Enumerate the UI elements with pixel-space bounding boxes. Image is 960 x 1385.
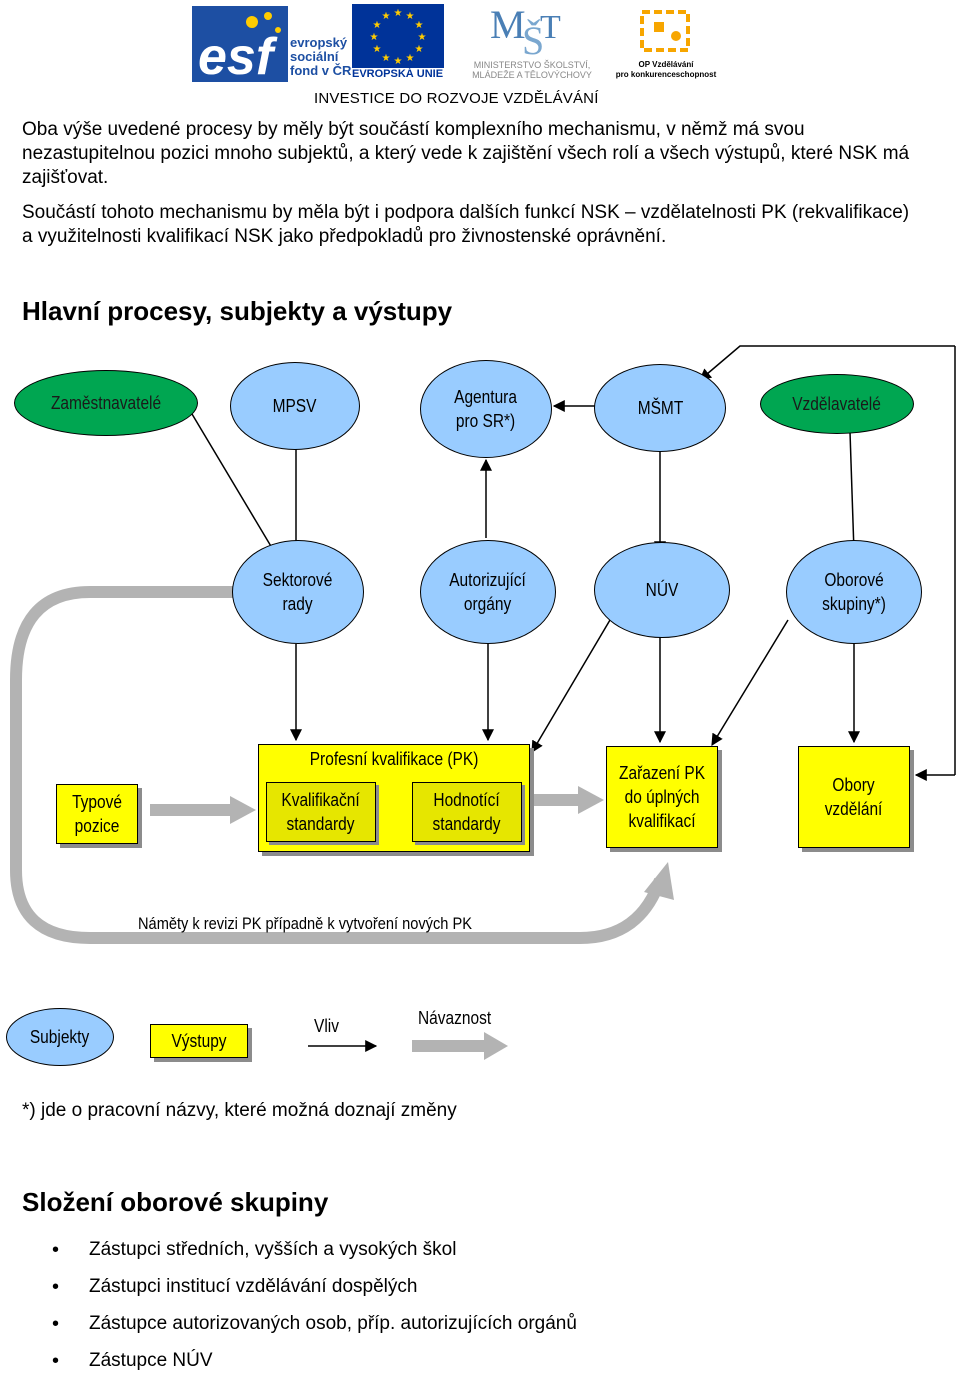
header-logos: esf evropský sociální fond v ČR ★★★ ★★★ … <box>190 4 730 88</box>
svg-text:T: T <box>540 9 561 46</box>
section-title-main-processes: Hlavní procesy, subjekty a výstupy <box>22 296 453 326</box>
svg-text:★: ★ <box>394 56 403 67</box>
msmt-line2: MLÁDEŽE A TĚLOVÝCHOVY <box>472 70 592 80</box>
svg-text:★: ★ <box>406 11 415 22</box>
intro-paragraph-2: Součástí tohoto mechanismu by měla být i… <box>22 202 910 247</box>
footnote: *) jde o pracovní názvy, které možná doz… <box>22 1100 457 1121</box>
msmt-logo: M Š T <box>490 6 561 58</box>
svg-text:Š: Š <box>522 18 544 58</box>
list-item: Zástupci středních, vyšších a vysokých š… <box>52 1237 577 1274</box>
svg-text:esf: esf <box>198 28 278 84</box>
node-nuv: NÚV <box>594 542 730 638</box>
header-banner: INVESTICE DO ROZVOJE VZDĚLÁVÁNÍ <box>314 90 599 107</box>
eu-label: EVROPSKÁ UNIE <box>352 68 444 80</box>
legend-navaznost-label: Návaznost <box>418 1008 492 1028</box>
list-item: Zástupci institucí vzdělávání dospělých <box>52 1274 577 1311</box>
output-zarazeni-pk: Zařazení PK do úplných kvalifikací <box>606 746 718 848</box>
msmt-line1: MINISTERSTVO ŠKOLSTVÍ, <box>473 60 591 70</box>
list-item: Zástupce NÚV <box>52 1348 577 1385</box>
op-line2: pro konkurenceschopnost <box>615 70 717 79</box>
node-autorizujici-organy: Autorizující orgány <box>420 540 556 644</box>
revision-loop-arrow <box>10 586 666 944</box>
svg-text:★: ★ <box>415 20 424 31</box>
svg-text:★: ★ <box>382 11 391 22</box>
svg-text:★: ★ <box>370 32 379 43</box>
op-logo <box>640 10 690 52</box>
esf-line3: fond v ČR <box>290 63 352 78</box>
node-msmt: MŠMT <box>594 364 726 452</box>
output-kvalifikacni-standardy: Kvalifikační standardy <box>266 782 376 842</box>
eu-flag-logo: ★★★ ★★★ ★★★ ★★★ <box>352 4 444 68</box>
svg-text:★: ★ <box>406 53 415 64</box>
svg-text:★: ★ <box>394 8 403 19</box>
section-title-composition: Složení oborové skupiny <box>22 1187 329 1217</box>
esf-line2: sociální <box>290 49 339 64</box>
svg-text:★: ★ <box>418 32 427 43</box>
svg-text:★: ★ <box>415 44 424 55</box>
svg-text:★: ★ <box>382 53 391 64</box>
composition-list: Zástupci středních, vyšších a vysokých š… <box>52 1237 577 1385</box>
legend-subjekty: Subjekty <box>6 1008 114 1066</box>
intro-paragraph-1: Oba výše uvedené procesy by měly být sou… <box>22 119 910 188</box>
list-item: Zástupce autorizovaných osob, příp. auto… <box>52 1311 577 1348</box>
legend-vliv-label: Vliv <box>314 1016 339 1036</box>
revision-label: Náměty k revizi PK případně k vytvoření … <box>138 914 472 933</box>
op-line1: OP Vzdělávání <box>638 60 694 69</box>
output-obory-vzdelani: Obory vzdělání <box>798 746 910 848</box>
svg-text:★: ★ <box>373 20 382 31</box>
node-oborove-skupiny: Oborové skupiny*) <box>786 540 922 644</box>
node-mpsv: MPSV <box>230 362 360 450</box>
legend-vystupy: Výstupy <box>150 1024 248 1058</box>
node-vzdelavatele: Vzdělavatelé <box>760 374 914 434</box>
node-zamestnavatele: Zaměstnavatelé <box>14 370 198 436</box>
diagram-connectors <box>10 345 956 1060</box>
esf-line1: evropský <box>290 35 348 50</box>
node-agentura: Agentura pro SR*) <box>420 360 552 458</box>
node-sektorove-rady: Sektorové rady <box>232 540 364 644</box>
output-typove-pozice: Typové pozice <box>56 784 138 844</box>
svg-text:★: ★ <box>373 44 382 55</box>
svg-text:M: M <box>490 6 526 47</box>
esf-logo: esf <box>190 4 350 84</box>
output-hodnotici-standardy: Hodnotící standardy <box>412 782 522 842</box>
